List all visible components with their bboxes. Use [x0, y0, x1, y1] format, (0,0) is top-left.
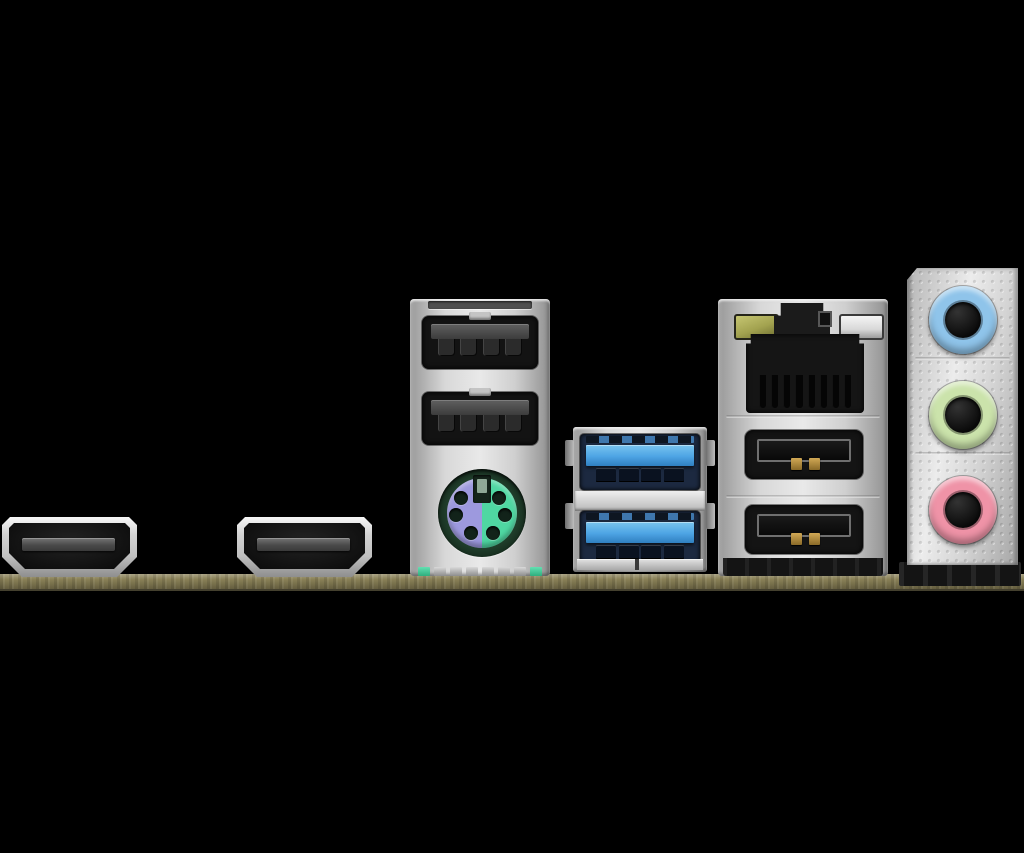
- usb-contacts: [596, 545, 684, 559]
- rj45-pin-teeth: [759, 375, 851, 408]
- usb-tongue: [757, 439, 851, 462]
- jack-hole: [945, 492, 981, 528]
- rj45-cavity: [746, 334, 864, 413]
- usb3-port-top: [580, 434, 700, 490]
- ps2-pin-hole: [464, 526, 478, 540]
- shell-recess: [428, 301, 532, 309]
- lan-usb-stack: [718, 299, 888, 576]
- hdmi-port-1: [2, 517, 137, 577]
- shell-nub: [469, 312, 491, 320]
- shell-separator: [575, 491, 705, 511]
- usb-tongue: [757, 514, 851, 537]
- usb3-blue-tongue: [586, 522, 694, 543]
- hdmi-cavity: [244, 523, 365, 569]
- hdmi-cavity: [9, 523, 130, 569]
- usb2-port-top: [422, 312, 538, 369]
- ps2-pin-hole: [454, 491, 468, 505]
- usb-gold-contact: [791, 458, 802, 470]
- shell-base: [723, 558, 883, 576]
- jack-hole: [945, 397, 981, 433]
- usb3-shell-teeth: [586, 436, 694, 443]
- shell-seam: [915, 452, 1010, 455]
- pcb-edge: [0, 574, 1024, 591]
- usb-gold-contact: [791, 533, 802, 545]
- hdmi-port-2: [237, 517, 372, 577]
- usb2-ps2-stack: [410, 299, 550, 576]
- usb2-port-bottom: [422, 388, 538, 445]
- ps2-key-slot: [473, 475, 491, 503]
- shell-latch-tab: [706, 440, 715, 466]
- ps2-port: [438, 469, 526, 557]
- line-in-jack: [929, 286, 997, 354]
- shell-nub: [469, 388, 491, 396]
- shell-base: [577, 559, 703, 570]
- line-out-jack: [929, 381, 997, 449]
- microphone-jack: [929, 476, 997, 544]
- shell-seam: [726, 495, 880, 498]
- shell-latch-tab: [565, 503, 574, 529]
- rj45-latch-detail: [818, 311, 832, 327]
- audio-jack-panel: [907, 268, 1018, 565]
- solder-tabs: [418, 565, 542, 576]
- ethernet-port: [746, 303, 864, 413]
- hdmi-tongue: [22, 538, 115, 551]
- shell-latch-tab: [565, 440, 574, 466]
- usb-gold-contact: [809, 458, 820, 470]
- usb-gold-contact: [809, 533, 820, 545]
- ps2-pin-hole: [498, 508, 512, 522]
- usb3-stack: [565, 427, 715, 572]
- ps2-pin-hole: [492, 491, 506, 505]
- usb2-port-lan-bottom: [745, 505, 863, 554]
- usb3-port-bottom: [580, 511, 700, 562]
- ps2-pin-hole: [486, 526, 500, 540]
- shell-seam: [726, 415, 880, 418]
- usb-contacts: [438, 415, 522, 432]
- jack-hole: [945, 302, 981, 338]
- usb3-blue-tongue: [586, 445, 694, 466]
- ps2-pin-hole: [449, 508, 463, 522]
- usb3-shell-teeth: [586, 513, 694, 520]
- ps2-color-disc: [447, 475, 517, 548]
- shell-latch-tab: [706, 503, 715, 529]
- usb-tongue: [431, 400, 529, 415]
- usb2-port-lan-top: [745, 430, 863, 479]
- hdmi-tongue: [257, 538, 350, 551]
- shell-seam: [915, 357, 1010, 360]
- usb-contacts: [438, 339, 522, 356]
- usb-tongue: [431, 324, 529, 339]
- usb-contacts: [596, 468, 684, 482]
- audio-panel-base: [899, 562, 1021, 586]
